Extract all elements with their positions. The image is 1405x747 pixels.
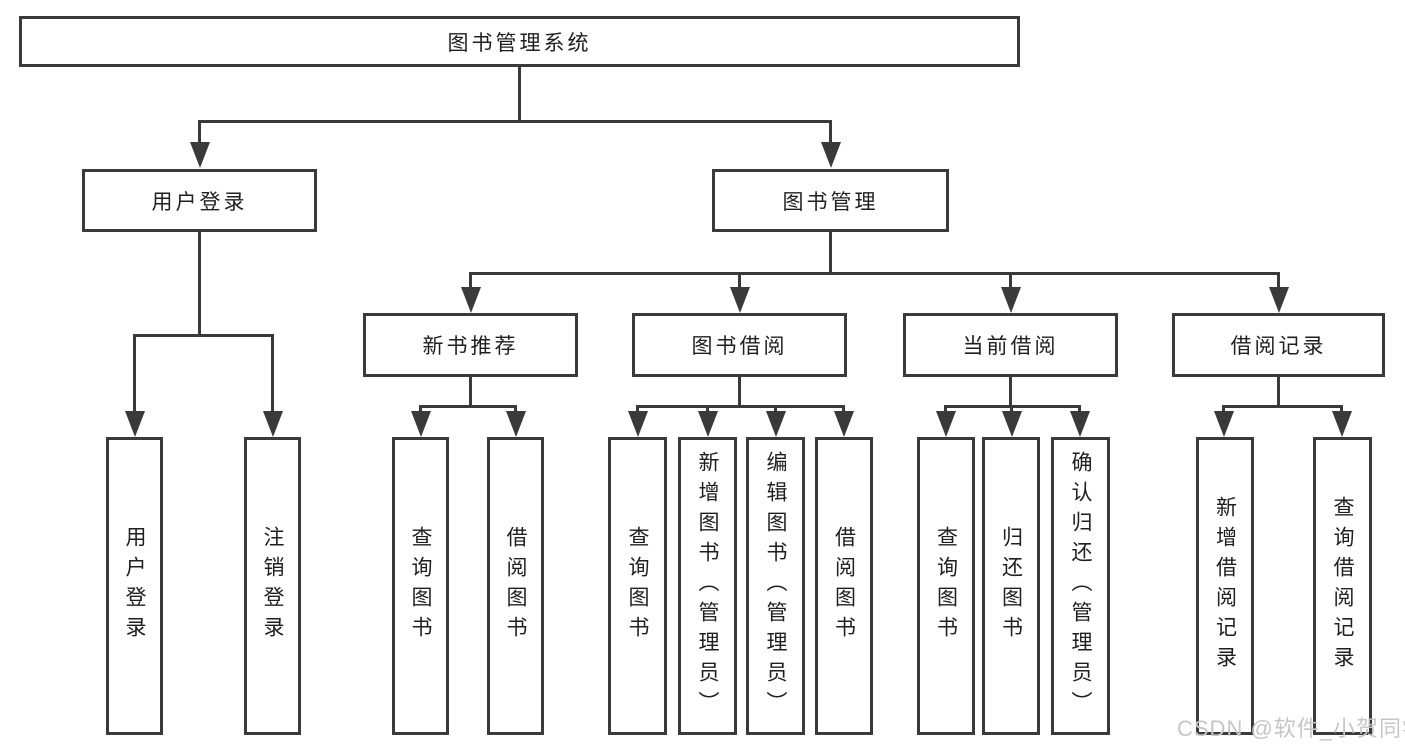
connector-current-borrowing-stem (1009, 377, 1012, 407)
node-new-book-recommendation: 新书推荐 (363, 313, 578, 377)
arrow-shaft (1277, 272, 1280, 289)
leaf-add-borrow-record: 新增借阅记录 (1196, 437, 1254, 735)
node-book-borrowing: 图书借阅 (632, 313, 847, 377)
csdn-watermark: CSDN @软件_小贺同学 (1177, 716, 1405, 741)
arrow-head (1001, 287, 1021, 313)
leaf-borrow-books-recommend: 借阅图书 (487, 437, 544, 735)
node-book-management: 图书管理 (712, 169, 949, 232)
arrow-shaft (944, 405, 947, 413)
arrow-shaft (469, 272, 472, 289)
arrow-shaft (1222, 405, 1225, 413)
node-label: 借阅记录 (1230, 335, 1327, 358)
connector-user-login-hbar (133, 334, 274, 337)
connector-book-borrowing-hbar (637, 405, 844, 408)
arrow-head (506, 411, 526, 437)
leaf-add-book-admin: 新增图书（管理员） (678, 437, 737, 735)
arrow-shaft (1009, 272, 1012, 289)
leaf-query-books-recommend: 查询图书 (392, 437, 449, 735)
arrow-shaft (738, 272, 741, 289)
node-current-borrowing: 当前借阅 (903, 313, 1118, 377)
arrow-head (1332, 411, 1352, 437)
node-borrowing-records: 借阅记录 (1172, 313, 1385, 377)
arrow-shaft (1340, 405, 1343, 413)
connector-borrowing-records-stem (1277, 377, 1280, 407)
leaf-user-login: 用户登录 (106, 437, 163, 735)
leaf-label: 查询借阅记录 (1331, 496, 1354, 676)
arrow-head (730, 287, 750, 313)
arrow-shaft (1010, 405, 1013, 413)
leaf-label: 用户登录 (123, 526, 146, 646)
arrow-head (628, 411, 648, 437)
node-root: 图书管理系统 (19, 16, 1020, 67)
arrow-shaft (774, 405, 777, 413)
leaf-label: 编辑图书（管理员） (764, 451, 787, 721)
connector-book-borrowing-stem (738, 377, 741, 407)
arrow-head (190, 142, 210, 168)
arrow-head (766, 411, 786, 437)
arrow-shaft (842, 405, 845, 413)
arrow-shaft (198, 120, 201, 144)
arrow-head (1214, 411, 1234, 437)
leaf-label: 查询图书 (409, 526, 432, 646)
node-label: 用户登录 (151, 190, 248, 214)
leaf-query-books-borrowing: 查询图书 (608, 437, 667, 735)
arrow-shaft (829, 120, 832, 144)
connector-level1-hbar (198, 120, 832, 123)
node-label: 图书借阅 (691, 335, 788, 358)
leaf-label: 新增图书（管理员） (696, 451, 719, 721)
arrow-head (263, 411, 283, 437)
leaf-borrow-books-borrowing: 借阅图书 (815, 437, 873, 735)
connector-root-stem (518, 67, 521, 123)
arrow-head (411, 411, 431, 437)
leaf-return-books: 归还图书 (982, 437, 1040, 735)
leaf-label: 借阅图书 (504, 526, 527, 646)
arrow-shaft (636, 405, 639, 413)
arrow-shaft (1078, 405, 1081, 413)
leaf-logout: 注销登录 (244, 437, 301, 735)
node-label: 当前借阅 (962, 335, 1059, 358)
leaf-label: 借阅图书 (832, 526, 856, 646)
arrow-shaft (271, 334, 274, 413)
leaf-query-borrow-record: 查询借阅记录 (1313, 437, 1372, 735)
arrow-shaft (514, 405, 517, 413)
leaf-label: 新增借阅记录 (1213, 496, 1237, 676)
leaf-edit-book-admin: 编辑图书（管理员） (746, 437, 805, 735)
connector-level2-hbar (469, 272, 1280, 275)
arrow-head (1070, 411, 1090, 437)
connector-new-book-stem (469, 377, 472, 407)
node-root-label: 图书管理系统 (447, 31, 592, 55)
leaf-query-books-current: 查询图书 (917, 437, 975, 735)
arrow-head (698, 411, 718, 437)
node-user-login: 用户登录 (82, 169, 317, 232)
arrow-head (821, 142, 841, 168)
leaf-label: 注销登录 (261, 526, 284, 646)
connector-new-book-hbar (420, 405, 516, 408)
arrow-head (834, 411, 854, 437)
arrow-shaft (419, 405, 422, 413)
leaf-label: 查询图书 (934, 526, 958, 646)
arrow-head (461, 287, 481, 313)
arrow-head (936, 411, 956, 437)
node-label: 新书推荐 (422, 335, 519, 358)
node-label: 图书管理 (782, 190, 879, 214)
arrow-shaft (133, 334, 136, 413)
leaf-label: 归还图书 (999, 526, 1023, 646)
leaf-label: 查询图书 (626, 526, 649, 646)
connector-borrowing-records-hbar (1223, 405, 1342, 408)
arrow-head (1269, 287, 1289, 313)
connector-book-management-stem (829, 232, 832, 275)
connector-user-login-stem (198, 232, 201, 337)
arrow-shaft (706, 405, 709, 413)
leaf-label: 确认归还（管理员） (1069, 451, 1092, 721)
arrow-head (1002, 411, 1022, 437)
arrow-head (125, 411, 145, 437)
leaf-confirm-return-admin: 确认归还（管理员） (1051, 437, 1110, 735)
